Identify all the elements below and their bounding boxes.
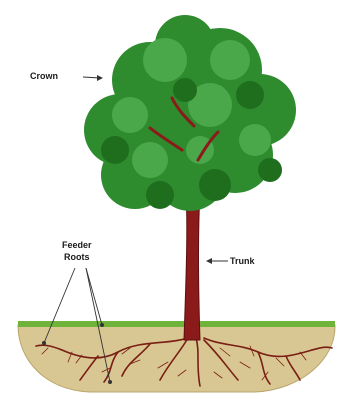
trunk-label: Trunk	[230, 256, 255, 267]
feeder-roots-label-line2: Roots	[64, 252, 90, 263]
feeder-roots-label-line1: Feeder	[62, 240, 92, 251]
crown-label: Crown	[30, 71, 58, 82]
grass-strip	[18, 321, 335, 327]
crown-foliage	[84, 15, 296, 211]
trunk	[184, 190, 200, 340]
